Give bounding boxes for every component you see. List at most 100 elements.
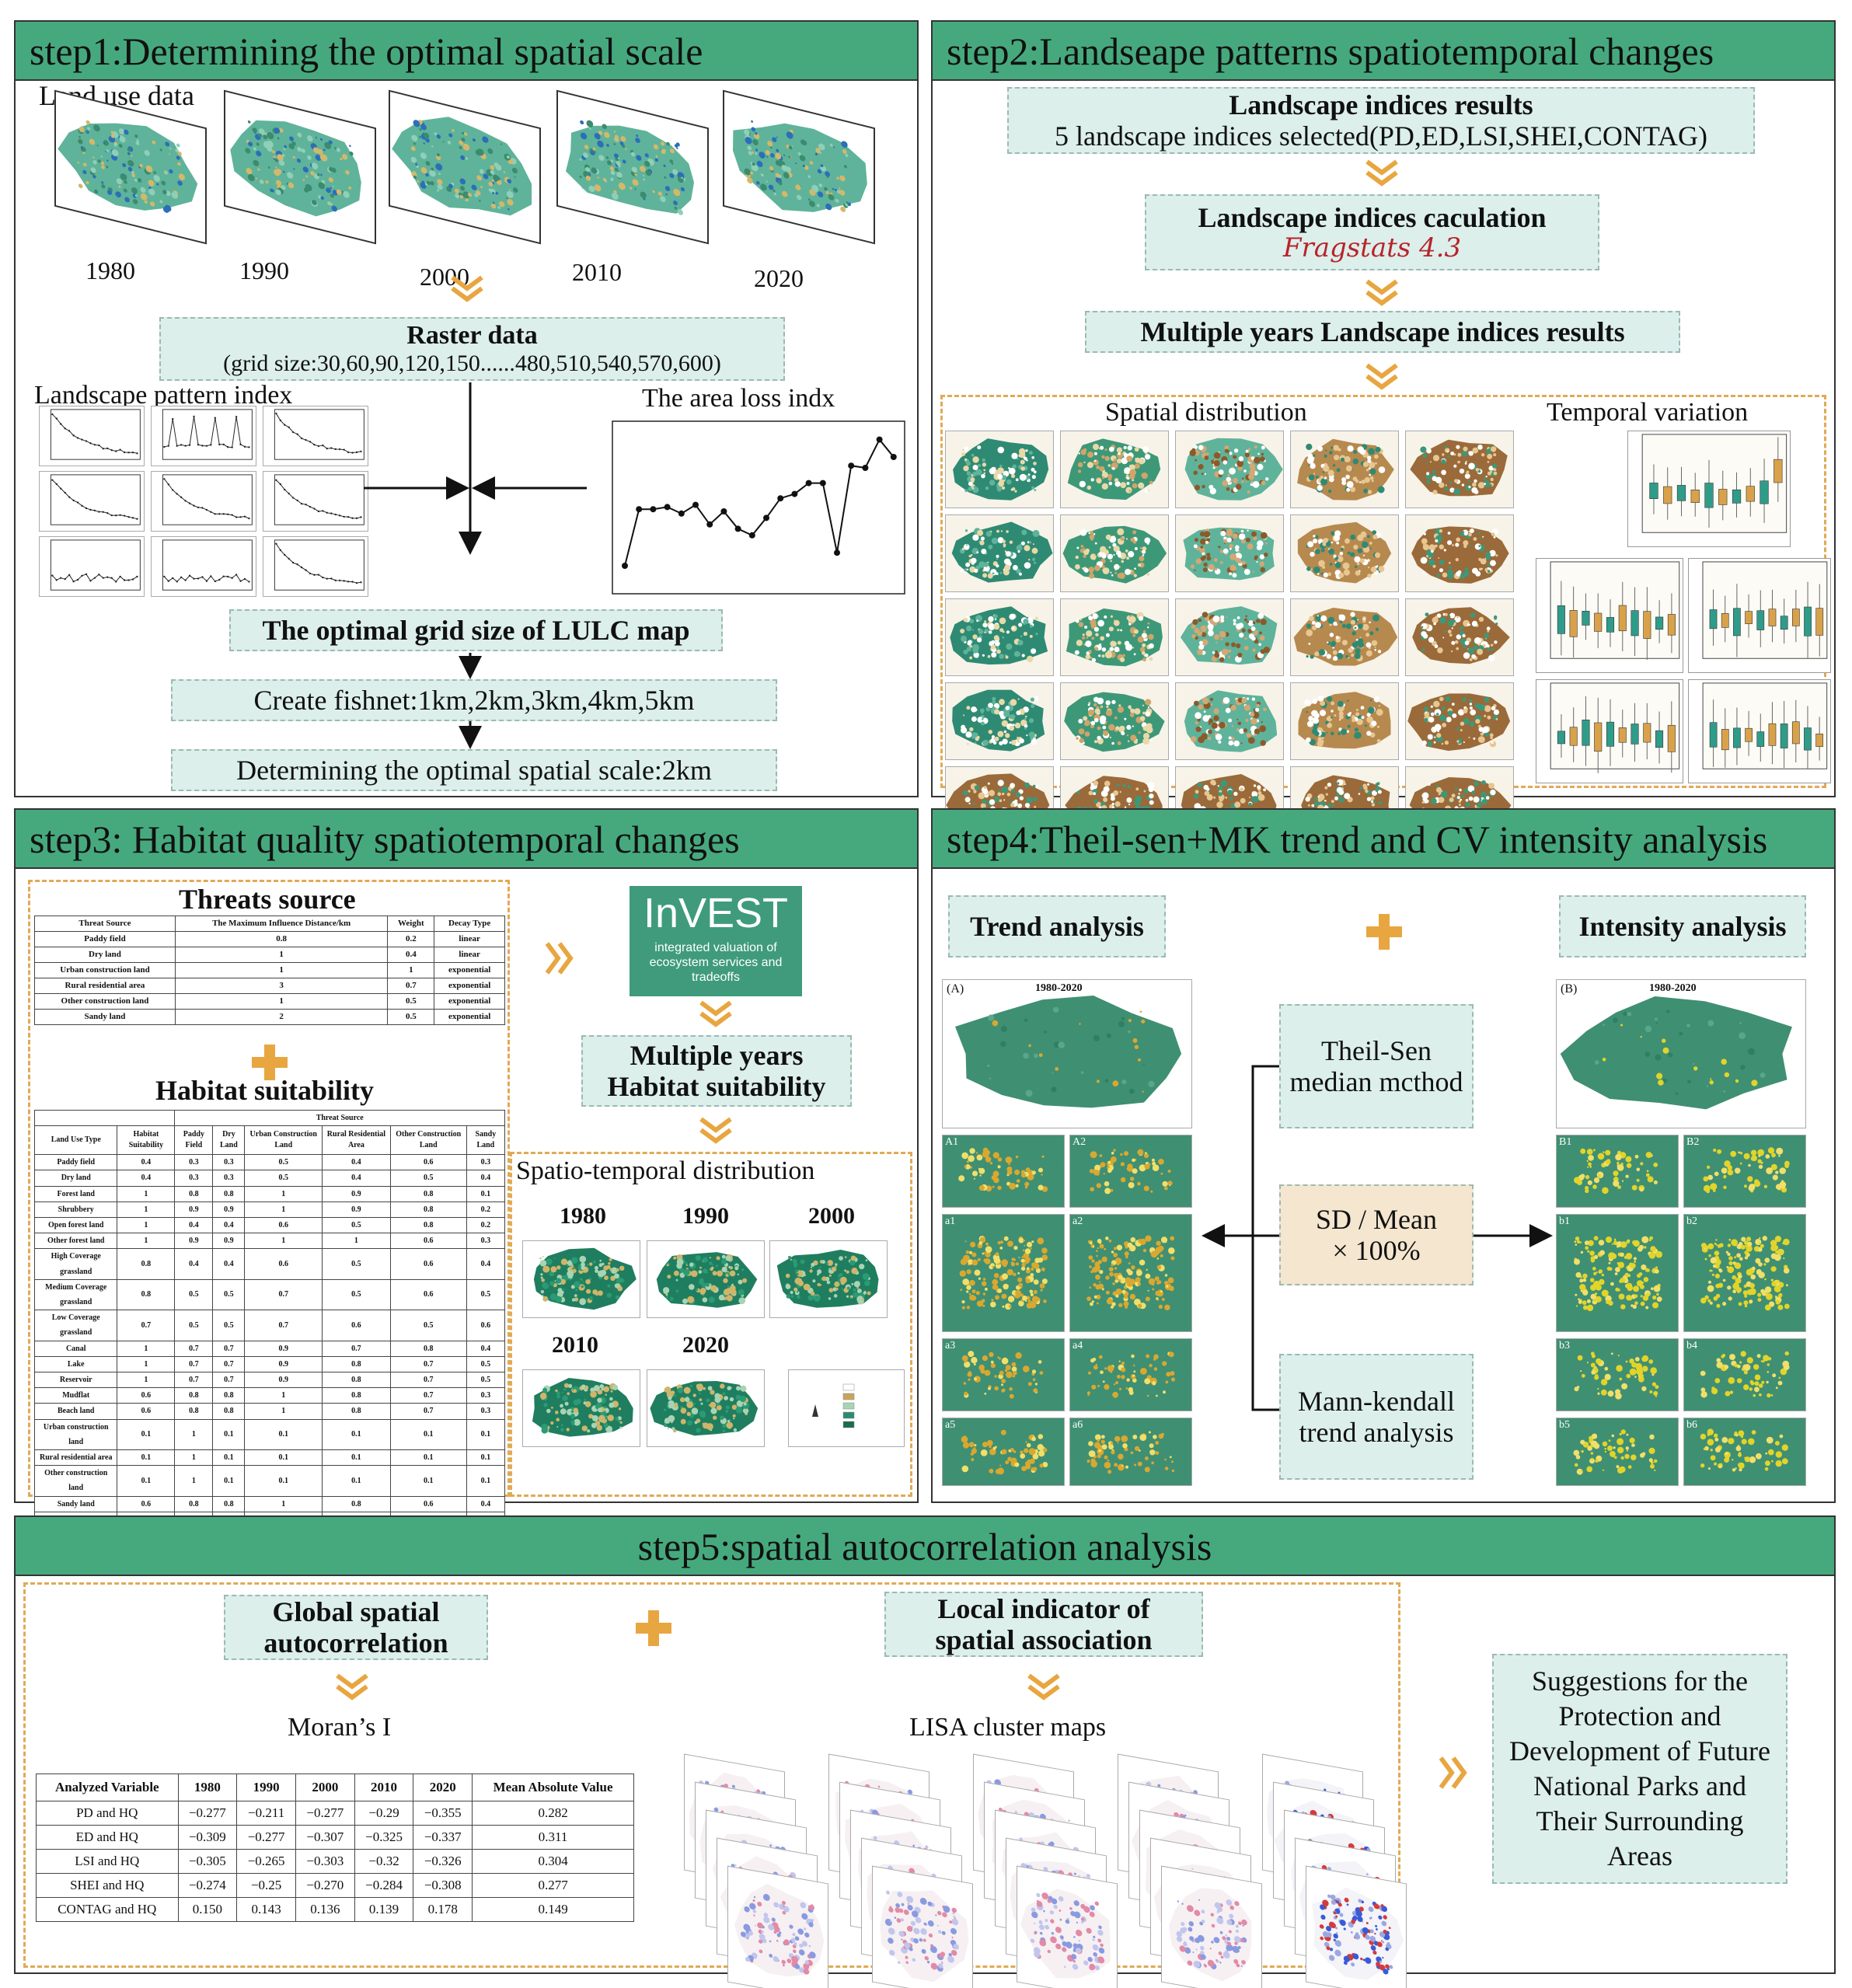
multi-habitat-title: Multiple years: [630, 1039, 804, 1071]
table-cell: 3: [174, 978, 389, 994]
detail-map: [1556, 1418, 1679, 1486]
table-cell: 0.8: [174, 1403, 214, 1420]
raster-sub: (grid size:30,60,90,120,150......480,510…: [223, 351, 721, 377]
table-cell: −0.32: [354, 1849, 414, 1874]
table-cell: CONTAG and HQ: [36, 1897, 179, 1922]
temporal-boxplot: [1688, 679, 1831, 783]
spatial-map-raster: [1412, 607, 1510, 664]
table-cell: 1: [117, 1185, 176, 1202]
suitability-header-cell: Dry Land: [212, 1125, 246, 1156]
hq-map-raster: [650, 1381, 759, 1436]
table-cell: 0.8: [212, 1387, 246, 1404]
table-cell: 0.6: [117, 1495, 176, 1512]
table-cell: 0.3: [466, 1403, 506, 1420]
table-cell: 1: [244, 1495, 323, 1512]
spatial-map: [1405, 682, 1514, 760]
table-cell: −0.308: [413, 1873, 473, 1898]
detail-map-label: b5: [1559, 1419, 1570, 1431]
overview-map: [1556, 979, 1806, 1128]
detail-map-label: b2: [1686, 1215, 1697, 1227]
table-cell: 0.8: [322, 1403, 391, 1420]
ali-point: [876, 436, 883, 443]
table-cell: 1: [117, 1340, 176, 1357]
spatial-map: [1290, 514, 1399, 592]
land-use-map-card: [723, 89, 875, 245]
table-cell: 1: [174, 993, 389, 1010]
table-cell: 0.304: [472, 1849, 634, 1874]
detail-map-label: a2: [1072, 1215, 1083, 1227]
table-cell: 1: [244, 1233, 323, 1250]
table-cell: −0.277: [236, 1825, 296, 1850]
land-use-year: 1990: [239, 256, 289, 284]
spatial-map-raster: [1407, 693, 1511, 752]
table-cell: Forest land: [33, 1185, 118, 1202]
table-cell: Reservoir: [33, 1372, 118, 1389]
spatial-map: [1405, 598, 1514, 676]
land-use-map: 1990: [224, 89, 376, 284]
detail-map: [1683, 1338, 1806, 1411]
spatial-map: [1405, 431, 1514, 508]
chevron-right-icon: [545, 942, 574, 975]
table-cell: exponential: [434, 993, 505, 1010]
detail-map-label: B1: [1559, 1136, 1572, 1148]
table-cell: 0.4: [174, 1248, 214, 1280]
table-cell: linear: [434, 931, 505, 947]
calc-title: Landscape indices caculation: [1198, 201, 1547, 233]
table-cell: −0.29: [354, 1801, 414, 1826]
spatial-map: [1060, 598, 1169, 676]
table-cell: Beach land: [33, 1403, 118, 1420]
table-cell: 0.5: [174, 1278, 214, 1311]
ali-point: [636, 506, 643, 513]
land-use-raster: [230, 120, 361, 217]
lisa-map-raster: [734, 1883, 825, 1977]
table-cell: 0.282: [472, 1801, 634, 1826]
detail-map-raster: [946, 1141, 1057, 1201]
table-cell: 0.8: [389, 1201, 467, 1219]
chevron-down-icon: [1365, 363, 1398, 390]
table-cell: 1: [244, 1387, 323, 1404]
chevron-down-icon: [451, 275, 483, 302]
table-cell: 0.6: [466, 1310, 506, 1341]
table-cell: 0.6: [322, 1310, 391, 1341]
table-cell: LSI and HQ: [36, 1849, 179, 1874]
table-cell: 0.8: [117, 1248, 176, 1280]
detail-map: [1683, 1418, 1806, 1486]
table-cell: 0.1: [322, 1465, 391, 1497]
ali-point: [622, 563, 628, 569]
area-loss-chart: [612, 420, 905, 595]
table-cell: 0.6: [389, 1233, 467, 1250]
lpi-mini-plot: [263, 471, 368, 532]
detail-map: [942, 1338, 1065, 1411]
table-cell: Shrubbery: [33, 1201, 118, 1219]
land-use-year: 2010: [572, 258, 622, 286]
table-cell: 0.8: [212, 1495, 246, 1512]
step4-title: step4:Theil-sen+MK trend and CV intensit…: [933, 810, 1834, 869]
table-cell: exponential: [434, 1009, 505, 1025]
spatial-map: [1175, 682, 1284, 760]
table-cell: 0.5: [322, 1278, 391, 1311]
table-cell: 0.1: [117, 1449, 176, 1467]
table-cell: 0.311: [472, 1825, 634, 1850]
multi-years-box: Multiple years Landscape indices results: [1085, 311, 1680, 353]
spatial-map: [1175, 598, 1284, 676]
step1-title: step1:Determining the optimal spatial sc…: [16, 22, 917, 81]
hq-map: [647, 1240, 765, 1318]
threats-header-cell: The Maximum Influence Distance/km: [174, 916, 389, 932]
ali-point: [819, 480, 826, 487]
morans-header-cell: Analyzed Variable: [36, 1774, 179, 1801]
spatial-map: [945, 514, 1054, 592]
spatial-map: [1060, 431, 1169, 508]
lisa-map: [1306, 1865, 1407, 1988]
table-cell: 0.6: [117, 1387, 176, 1404]
lisa-map: [1017, 1865, 1118, 1988]
table-cell: 0.4: [117, 1154, 176, 1171]
table-cell: 0.143: [236, 1897, 296, 1922]
invest-logo: InVEST integrated valuation of ecosystem…: [630, 886, 802, 996]
lpi-mini-plot: [39, 536, 145, 597]
table-cell: 0.149: [472, 1897, 634, 1922]
table-cell: 0.8: [174, 1495, 214, 1512]
hq-map-raster: [532, 1378, 633, 1437]
